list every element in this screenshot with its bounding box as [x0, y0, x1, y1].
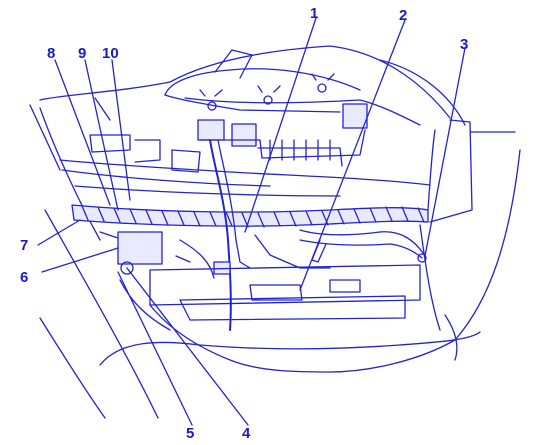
callout-4: 4 — [242, 425, 251, 442]
leader-lines — [37, 17, 466, 426]
relay-center — [59, 103, 431, 187]
callout-7: 7 — [20, 237, 29, 254]
callout-10: 10 — [102, 45, 119, 62]
callout-6: 6 — [20, 269, 29, 286]
callout-3: 3 — [460, 36, 469, 53]
lower-frame — [149, 129, 441, 331]
body-outline — [29, 45, 521, 419]
callout-2: 2 — [399, 7, 408, 24]
callout-9: 9 — [78, 45, 87, 62]
sub-harness — [99, 139, 427, 331]
callout-5: 5 — [186, 425, 195, 442]
main-harness — [71, 185, 429, 228]
radiator-support — [164, 73, 421, 126]
callout-1: 1 — [310, 5, 319, 22]
callout-8: 8 — [47, 45, 56, 62]
